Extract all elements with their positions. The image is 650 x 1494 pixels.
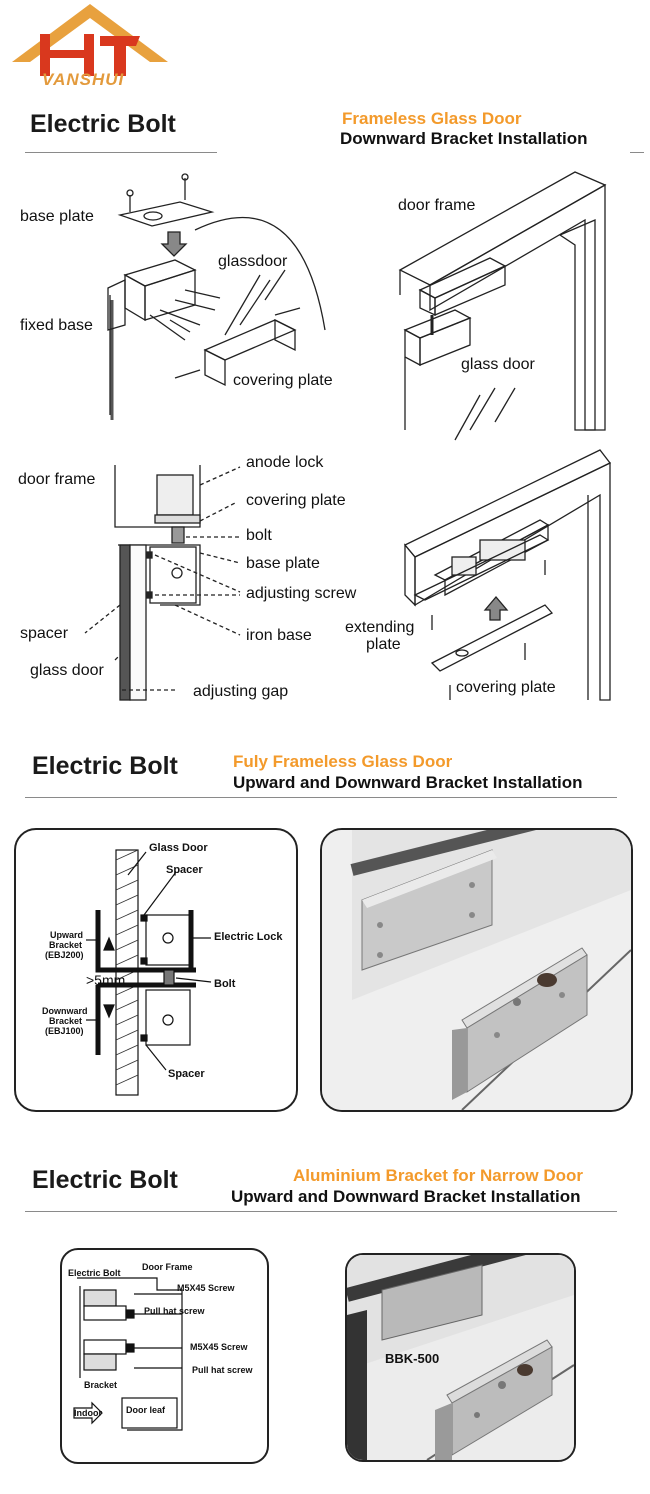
label-upward-3: (EBJ200): [45, 950, 84, 960]
label-glass-door-2: glass door: [30, 662, 104, 679]
narrow-door-schematic-panel: Electric Bolt Door Frame M5X45 Screw Pul…: [60, 1248, 269, 1464]
label-fixed-base: fixed base: [20, 317, 93, 334]
label-gap: >5mm: [86, 972, 126, 988]
label-spacer-bottom: Spacer: [168, 1068, 205, 1080]
label-downward-1: Downward: [42, 1006, 88, 1016]
label-upward-1: Upward: [50, 930, 84, 940]
label-door-leaf: Door leaf: [126, 1405, 166, 1415]
diagram-exploded-installation: base plate glassdoor fixed base covering…: [0, 160, 650, 450]
logo-house-icon: [12, 4, 168, 76]
label-adjusting-gap: adjusting gap: [193, 683, 289, 700]
label-extending: extending: [345, 619, 415, 636]
label-door-frame-small: Door Frame: [142, 1262, 193, 1272]
logo-text: VANSHUI: [42, 70, 125, 89]
section1-title: Electric Bolt: [30, 110, 176, 138]
label-spacer-top: Spacer: [166, 864, 203, 876]
label-indoor: Indoor: [74, 1408, 102, 1418]
section1-rule: [25, 152, 217, 153]
section1-subtitle: Downward Bracket Installation: [340, 129, 588, 148]
label-bracket-small: Bracket: [84, 1380, 118, 1390]
label-glassdoor: glassdoor: [218, 253, 288, 270]
label-covering-plate: covering plate: [233, 372, 333, 389]
section2-rule: [25, 797, 617, 798]
section3-rule: [25, 1211, 617, 1212]
label-iron-base: iron base: [246, 627, 312, 644]
label-base-plate-2: base plate: [246, 555, 320, 572]
label-m5x45-bottom: M5X45 Screw: [190, 1342, 248, 1352]
label-spacer: spacer: [20, 625, 69, 642]
section1-rule-right: [630, 152, 644, 153]
section3-title: Electric Bolt: [32, 1166, 178, 1194]
brand-logo: VANSHUI: [0, 0, 180, 100]
label-pull-hat-top: Pull hat screw: [144, 1306, 205, 1316]
section2-subtitle: Upward and Downward Bracket Installation: [233, 773, 583, 792]
label-electric-lock: Electric Lock: [214, 931, 283, 943]
lock-photo-panel: [320, 828, 633, 1112]
label-plate: plate: [366, 636, 401, 653]
label-upward-2: Bracket: [49, 940, 83, 950]
label-adjusting-screw: adjusting screw: [246, 585, 357, 602]
label-bolt-3: Bolt: [214, 978, 236, 990]
section3-subtitle: Upward and Downward Bracket Installation: [231, 1187, 581, 1206]
label-door-frame: door frame: [398, 197, 476, 214]
bbk500-photo-panel: BBK-500: [345, 1253, 576, 1462]
section1-accent: Frameless Glass Door: [342, 109, 522, 128]
label-covering-plate-2: covering plate: [246, 492, 346, 509]
diagram-cross-section: door frame anode lock covering plate bol…: [0, 445, 650, 715]
section2-title: Electric Bolt: [32, 752, 178, 780]
label-pull-hat-bottom: Pull hat screw: [192, 1365, 253, 1375]
section3-accent: Aluminium Bracket for Narrow Door: [293, 1166, 583, 1185]
label-m5x45-top: M5X45 Screw: [177, 1283, 235, 1293]
bracket-schematic-panel: Glass Door Spacer Upward Bracket (EBJ200…: [14, 828, 298, 1112]
label-model: BBK-500: [385, 1351, 440, 1366]
label-covering-plate-3: covering plate: [456, 679, 556, 696]
label-anode-lock: anode lock: [246, 454, 324, 471]
label-glass-door: glass door: [461, 356, 535, 373]
label-base-plate: base plate: [20, 208, 94, 225]
label-door-frame-2: door frame: [18, 471, 96, 488]
label-downward-2: Bracket: [49, 1016, 83, 1026]
section2-accent: Fuly Frameless Glass Door: [233, 752, 453, 771]
label-downward-3: (EBJ100): [45, 1026, 84, 1036]
label-bolt: bolt: [246, 527, 272, 544]
label-glass-door-3: Glass Door: [149, 842, 208, 854]
label-electric-bolt-small: Electric Bolt: [68, 1268, 121, 1278]
